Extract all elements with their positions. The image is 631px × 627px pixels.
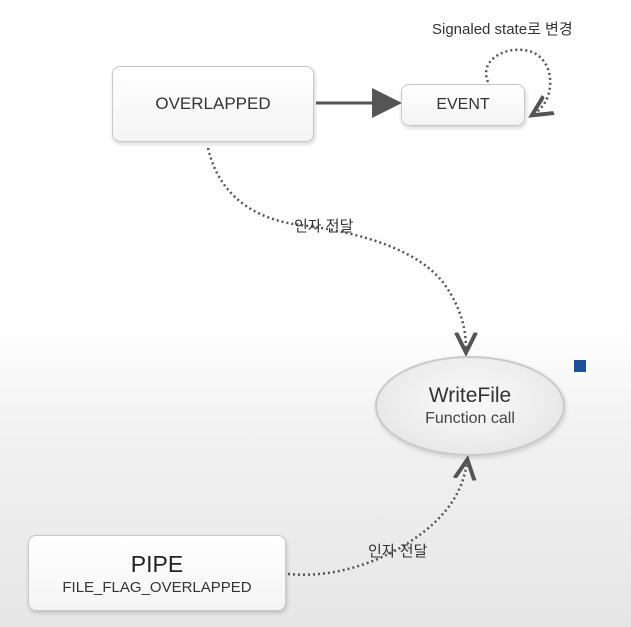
writefile-node: WriteFile Function call [375, 356, 565, 456]
overlapped-label: OVERLAPPED [155, 94, 271, 113]
pipe-title: PIPE [130, 550, 184, 577]
writefile-subtitle: Function call [425, 410, 515, 427]
pass-argument-label-top: 인자 전달 [294, 218, 354, 235]
writefile-title: WriteFile [428, 384, 512, 407]
event-self-loop-arrow [484, 48, 550, 114]
blue-square-marker [574, 360, 586, 372]
pipe-node: PIPE FILE_FLAG_OVERLAPPED [28, 535, 286, 611]
event-node: EVENT [401, 84, 525, 126]
overlapped-node: OVERLAPPED [112, 66, 314, 142]
signaled-state-label: Signaled state로 변경 [432, 21, 573, 38]
overlapped-to-writefile-arrow [206, 147, 466, 350]
pipe-to-writefile-arrow [287, 462, 467, 576]
pass-argument-label-bottom: 인자 전달 [368, 543, 428, 560]
event-label: EVENT [436, 96, 490, 113]
pipe-flag-label: FILE_FLAG_OVERLAPPED [62, 578, 252, 596]
